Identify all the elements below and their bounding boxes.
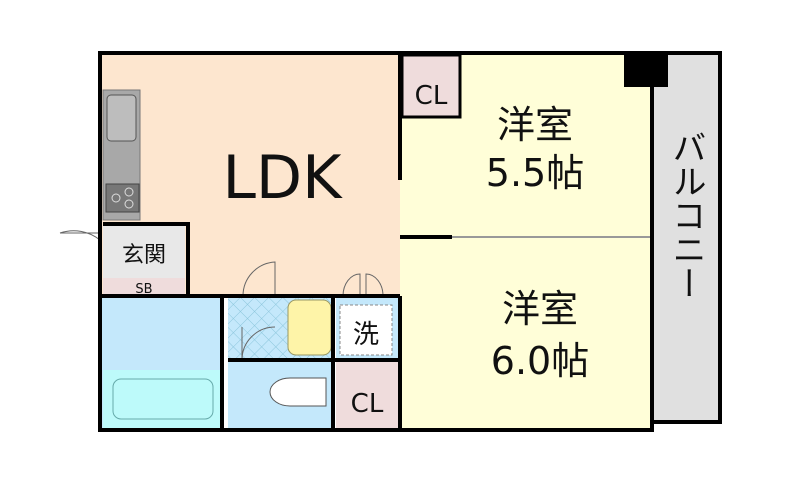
ldk-door-icon: [242, 261, 276, 297]
entrance-door-icon: [59, 230, 101, 241]
washbasin-icon: [287, 299, 332, 356]
sink-icon: [106, 94, 137, 142]
entrance: [103, 226, 185, 278]
closet-top-label: CL: [415, 81, 448, 111]
room2-name: 洋室: [502, 287, 578, 331]
closet-bottom: [336, 362, 400, 430]
ldk-label: LDK: [223, 143, 344, 213]
entrance-label: 玄関: [122, 243, 166, 268]
balcony-label: バルコニー: [666, 130, 706, 300]
stove-icon: [105, 183, 140, 213]
western-room-2: [400, 237, 652, 430]
pillar: [624, 53, 668, 87]
bathtub-basin: [112, 378, 214, 420]
closet-bottom-label: CL: [351, 389, 384, 419]
shoe-box-label: SB: [135, 282, 152, 297]
room1-name: 洋室: [497, 103, 573, 147]
shoe-box: [103, 278, 185, 294]
toilet-icon: [269, 377, 327, 407]
toilet-door-icon: [241, 326, 276, 361]
washer-label: 洗: [353, 320, 379, 350]
walls: [98, 51, 654, 432]
washroom-door-icon: [342, 273, 384, 297]
room1-size: 5.5帖: [486, 151, 584, 195]
bathtub: [103, 370, 222, 428]
room2-size: 6.0帖: [491, 339, 589, 383]
